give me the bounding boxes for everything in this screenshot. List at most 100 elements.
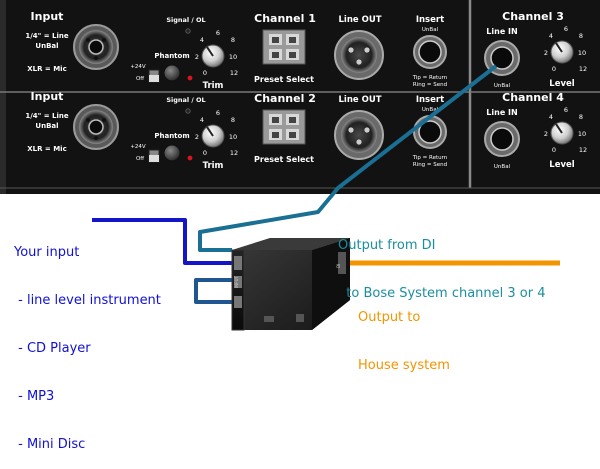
line-out-label: Line OUT <box>338 15 381 25</box>
your-input-item-line-level: - line level instrument <box>14 293 161 308</box>
insert-unbal-label: UnBal <box>422 27 439 33</box>
level-scale-12: 12 <box>579 65 587 73</box>
line-in-unbal-label: UnBal <box>494 83 511 89</box>
trim-scale-4: 4 <box>200 36 204 44</box>
level-scale-6: 6 <box>564 106 568 114</box>
line-in-label: Line IN <box>486 27 517 36</box>
signal-ol-label: Signal / OL <box>166 96 205 104</box>
phantom-label: Phantom <box>154 132 189 140</box>
line-out-label: Line OUT <box>338 95 381 105</box>
input-xlr-label: XLR = Mic <box>27 65 67 73</box>
level-scale-0: 0 <box>552 146 556 154</box>
level-knob[interactable] <box>550 40 574 64</box>
level-scale-0: 0 <box>552 65 556 73</box>
di-box: INPUT DI <box>231 238 350 331</box>
your-input-item-mp3: - MP3 <box>14 389 55 404</box>
di-switch-2[interactable] <box>296 314 304 322</box>
trim-scale-6: 6 <box>216 29 220 37</box>
trim-scale-8: 8 <box>231 116 235 124</box>
phantom-off-label: Off <box>136 156 144 162</box>
trim-scale-12: 12 <box>230 69 238 77</box>
combo-input-jack[interactable] <box>73 24 119 70</box>
channel-title: Channel 3 <box>502 10 564 23</box>
line-in-label: Line IN <box>486 108 517 117</box>
trim-scale-12: 12 <box>230 149 238 157</box>
signal-ol-label: Signal / OL <box>166 16 205 24</box>
output-to-house-line-1: Output to <box>358 310 421 325</box>
trim-scale-10: 10 <box>229 53 237 61</box>
input-title: Input <box>31 10 64 23</box>
line-in-unbal-label: UnBal <box>494 164 511 170</box>
level-scale-6: 6 <box>564 25 568 33</box>
trim-label: Trim <box>203 81 224 91</box>
phantom-led <box>187 155 193 161</box>
level-scale-10: 10 <box>578 130 586 138</box>
line-in-jack[interactable] <box>484 121 520 157</box>
signal-led <box>185 108 191 114</box>
insert-tip-label: Tip = Return <box>412 155 448 161</box>
trim-scale-6: 6 <box>216 109 220 117</box>
trim-knob[interactable] <box>201 124 225 148</box>
di-input-jack-1[interactable] <box>234 256 242 270</box>
di-output-port[interactable] <box>338 252 346 274</box>
level-knob[interactable] <box>550 121 574 145</box>
channel-title: Channel 2 <box>254 92 316 105</box>
line-out-xlr-jack[interactable] <box>334 110 384 160</box>
trim-scale-4: 4 <box>200 116 204 124</box>
input-xlr-label: XLR = Mic <box>27 145 67 153</box>
your-input-item-mini-disc: - Mini Disc <box>14 437 86 452</box>
level-scale-8: 8 <box>579 32 583 40</box>
input-unbal-label: UnBal <box>35 122 58 130</box>
rack-left-edge <box>0 0 6 194</box>
di-output-jack[interactable] <box>234 296 242 308</box>
channel-title: Channel 1 <box>254 12 316 25</box>
di-link-cable <box>194 278 232 304</box>
di-input-jack-2[interactable] <box>234 276 242 288</box>
di-box-top-back <box>232 238 350 250</box>
input-unbal-label: UnBal <box>35 42 58 50</box>
output-from-di-note: Output from DI to Bose System channel 3 … <box>338 206 546 318</box>
channel-row-1: Input 1/4" = Line UnBal XLR = Mic Signal… <box>25 10 447 91</box>
level-scale-12: 12 <box>579 146 587 154</box>
your-input-title: Your input <box>14 245 80 260</box>
preset-select-switch[interactable] <box>262 29 306 65</box>
signal-led <box>185 28 191 34</box>
insert-jack[interactable] <box>413 35 447 69</box>
mixer-rack: Input 1/4" = Line UnBal XLR = Mic Signal… <box>0 0 600 194</box>
output-cable-to-channel-3 <box>198 64 498 252</box>
input-line-label: 1/4" = Line <box>25 112 69 120</box>
preset-select-label: Preset Select <box>254 155 314 164</box>
level-label: Level <box>549 160 574 170</box>
di-switch-1[interactable] <box>264 316 274 322</box>
phantom-switch-toggle[interactable] <box>149 155 159 162</box>
trim-label: Trim <box>203 161 224 171</box>
insert-tip-label: Tip = Return <box>412 75 448 81</box>
trim-scale-0: 0 <box>203 69 207 77</box>
channel-4-panel: Channel 4 Line IN UnBal Level 0 2 4 6 8 … <box>484 91 587 170</box>
insert-jack[interactable] <box>413 115 447 149</box>
your-input-note: Your input - line level instrument - CD … <box>14 213 161 469</box>
level-scale-2: 2 <box>544 130 548 138</box>
level-scale-8: 8 <box>579 113 583 121</box>
phantom-button[interactable] <box>163 64 181 82</box>
trim-knob[interactable] <box>201 44 225 68</box>
phantom-off-label: Off <box>136 76 144 82</box>
combo-input-jack[interactable] <box>73 104 119 150</box>
line-out-xlr-jack[interactable] <box>334 30 384 80</box>
preset-select-switch[interactable] <box>262 109 306 145</box>
output-from-di-line-2: to Bose System channel 3 or 4 <box>338 286 546 301</box>
phantom-switch-toggle[interactable] <box>149 75 159 82</box>
preset-select-label: Preset Select <box>254 75 314 84</box>
input-title: Input <box>31 90 64 103</box>
di-connection-diagram: Input 1/4" = Line UnBal XLR = Mic Signal… <box>0 0 600 331</box>
phantom-24v-label: +24V <box>130 64 146 70</box>
di-top-label: DI <box>336 264 341 268</box>
output-from-di-line-1: Output from DI <box>338 238 436 253</box>
phantom-button[interactable] <box>163 144 181 162</box>
output-to-house-line-2: House system <box>358 358 450 373</box>
level-scale-4: 4 <box>549 113 553 121</box>
di-side-label: INPUT <box>234 275 239 288</box>
trim-scale-10: 10 <box>229 133 237 141</box>
level-scale-4: 4 <box>549 32 553 40</box>
insert-label: Insert <box>416 95 444 105</box>
